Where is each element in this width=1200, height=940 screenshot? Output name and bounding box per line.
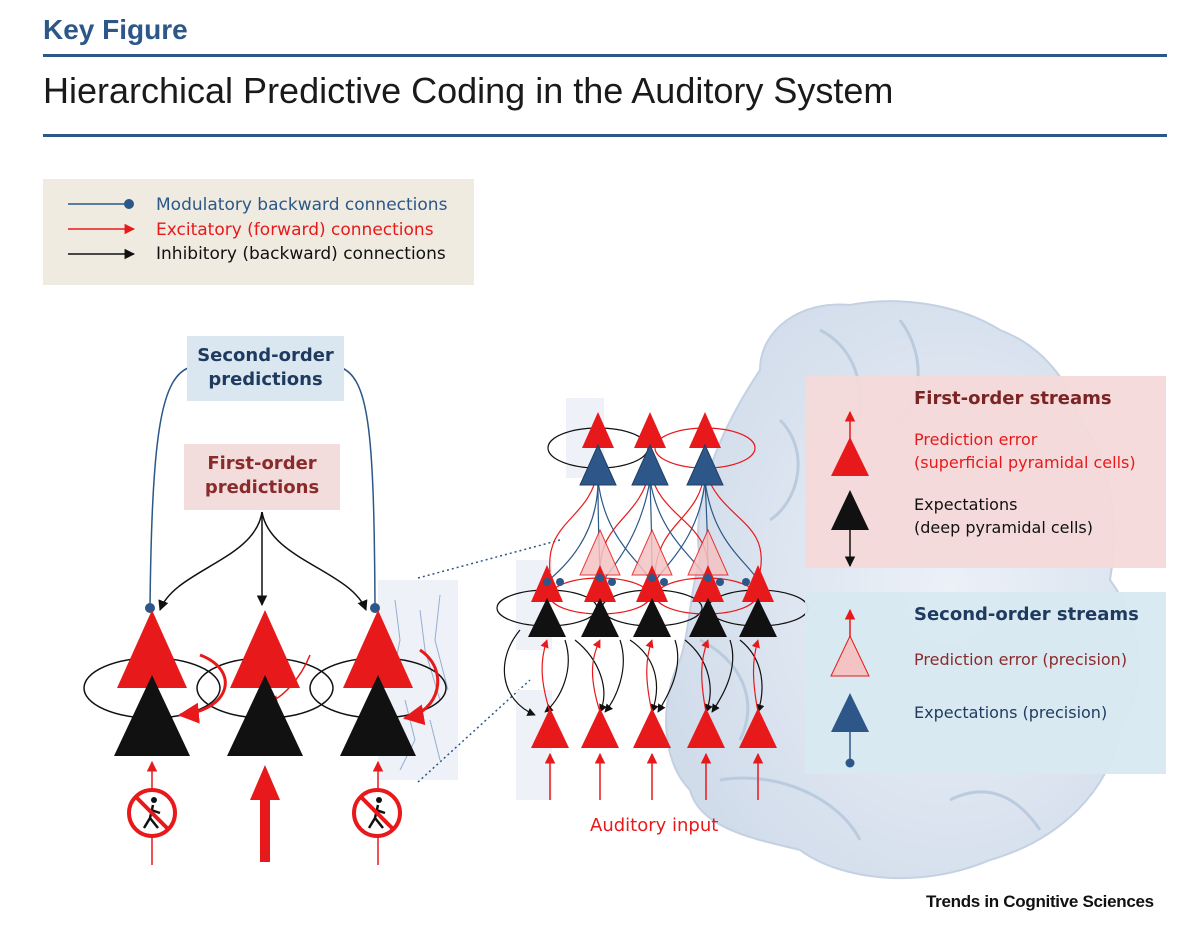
header-rule-top	[43, 54, 1167, 57]
journal-source-label: Trends in Cognitive Sciences	[926, 892, 1154, 911]
first-order-title: First-order streams	[914, 388, 1112, 409]
second-order-predictions-text: Second-order predictions	[197, 345, 334, 390]
first-order-prediction-error: Prediction error (superficial pyramidal …	[914, 430, 1136, 472]
second-order-predictions-label: Second-order predictions	[187, 336, 344, 401]
second-order-panel: Second-order streams Prediction error (p…	[805, 592, 1166, 774]
first-order-panel-bg	[805, 376, 1166, 568]
no-pedestrian-icon	[352, 788, 402, 838]
header-rule-bottom	[43, 134, 1167, 137]
figure-title: Hierarchical Predictive Coding in the Au…	[43, 70, 894, 111]
left-diagram	[83, 367, 561, 865]
no-pedestrian-icon	[127, 788, 177, 838]
first-order-predictions-label: First-order predictions	[184, 444, 340, 510]
middle-diagram	[496, 398, 809, 800]
first-order-predictions-text: First-order predictions	[204, 453, 320, 498]
legend-item-modulatory: Modulatory backward connections	[156, 195, 448, 215]
legend: Modulatory backward connections Excitato…	[43, 179, 474, 285]
legend-marks	[68, 199, 136, 260]
figure-label: Key Figure	[43, 14, 188, 45]
first-order-panel: First-order streams Prediction error (su…	[805, 376, 1166, 568]
second-order-panel-bg	[805, 592, 1166, 774]
auditory-input-label: Auditory input	[590, 815, 719, 836]
legend-item-excitatory: Excitatory (forward) connections	[156, 220, 434, 240]
second-order-title: Second-order streams	[914, 604, 1139, 625]
legend-item-inhibitory: Inhibitory (backward) connections	[156, 244, 446, 264]
second-order-expectations: Expectations (precision)	[914, 703, 1108, 722]
first-order-expectations: Expectations (deep pyramidal cells)	[914, 495, 1093, 537]
second-order-prediction-error: Prediction error (precision)	[914, 650, 1128, 669]
